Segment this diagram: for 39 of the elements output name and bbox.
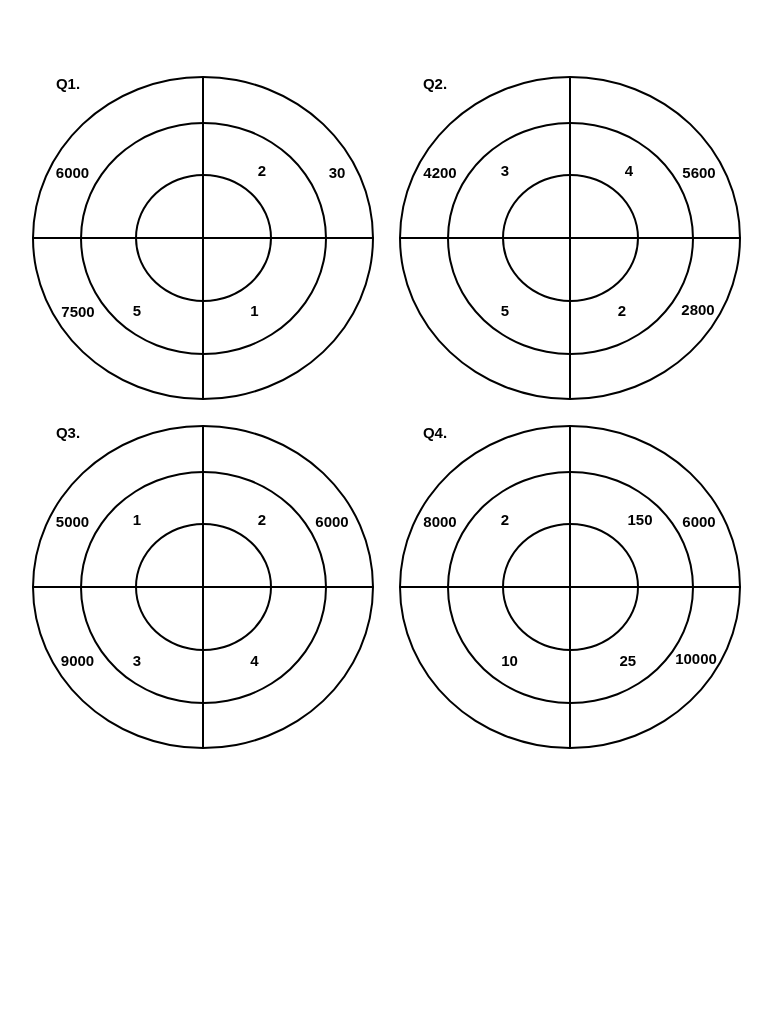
ring-value: 150	[627, 511, 653, 529]
ring-value: 5600	[682, 164, 716, 182]
ring-value: 2	[617, 302, 627, 320]
inner-ring	[134, 523, 272, 651]
ring-value: 9000	[60, 652, 95, 670]
ring-value: 4	[624, 162, 634, 180]
ring-value: 10	[501, 652, 518, 670]
ring-value: 4200	[423, 164, 457, 182]
question-number: Q2.	[422, 75, 448, 93]
ring-value: 5000	[55, 513, 90, 531]
outer-ring	[32, 425, 374, 749]
ring-value: 4	[250, 652, 259, 670]
question-number: Q1.	[55, 75, 81, 93]
outer-ring	[399, 76, 741, 400]
ring-value: 30	[328, 164, 346, 182]
inner-ring	[501, 523, 639, 651]
ring-value: 7500	[61, 303, 95, 321]
inner-ring	[134, 174, 272, 302]
ring-value: 3	[132, 652, 142, 670]
ring-value: 1	[250, 302, 259, 320]
ring-value: 2	[257, 162, 267, 180]
ring-value: 2800	[681, 301, 715, 319]
ring-value: 3	[500, 162, 510, 180]
outer-ring	[399, 425, 741, 749]
ring-value: 6000	[55, 164, 90, 182]
ring-value: 6000	[682, 513, 716, 531]
ring-value: 8000	[423, 513, 457, 531]
ring-value: 2	[257, 511, 267, 529]
ring-value: 6000	[315, 513, 349, 531]
outer-ring	[32, 76, 374, 400]
ring-value: 2	[500, 511, 510, 529]
ring-value: 25	[619, 652, 637, 670]
ring-value: 5	[132, 302, 142, 320]
ring-value: 5	[500, 302, 510, 320]
question-number: Q4.	[422, 424, 448, 442]
ring-value: 10000	[675, 650, 717, 668]
question-number: Q3.	[55, 424, 81, 442]
inner-ring	[501, 174, 639, 302]
ring-value: 1	[132, 511, 142, 529]
